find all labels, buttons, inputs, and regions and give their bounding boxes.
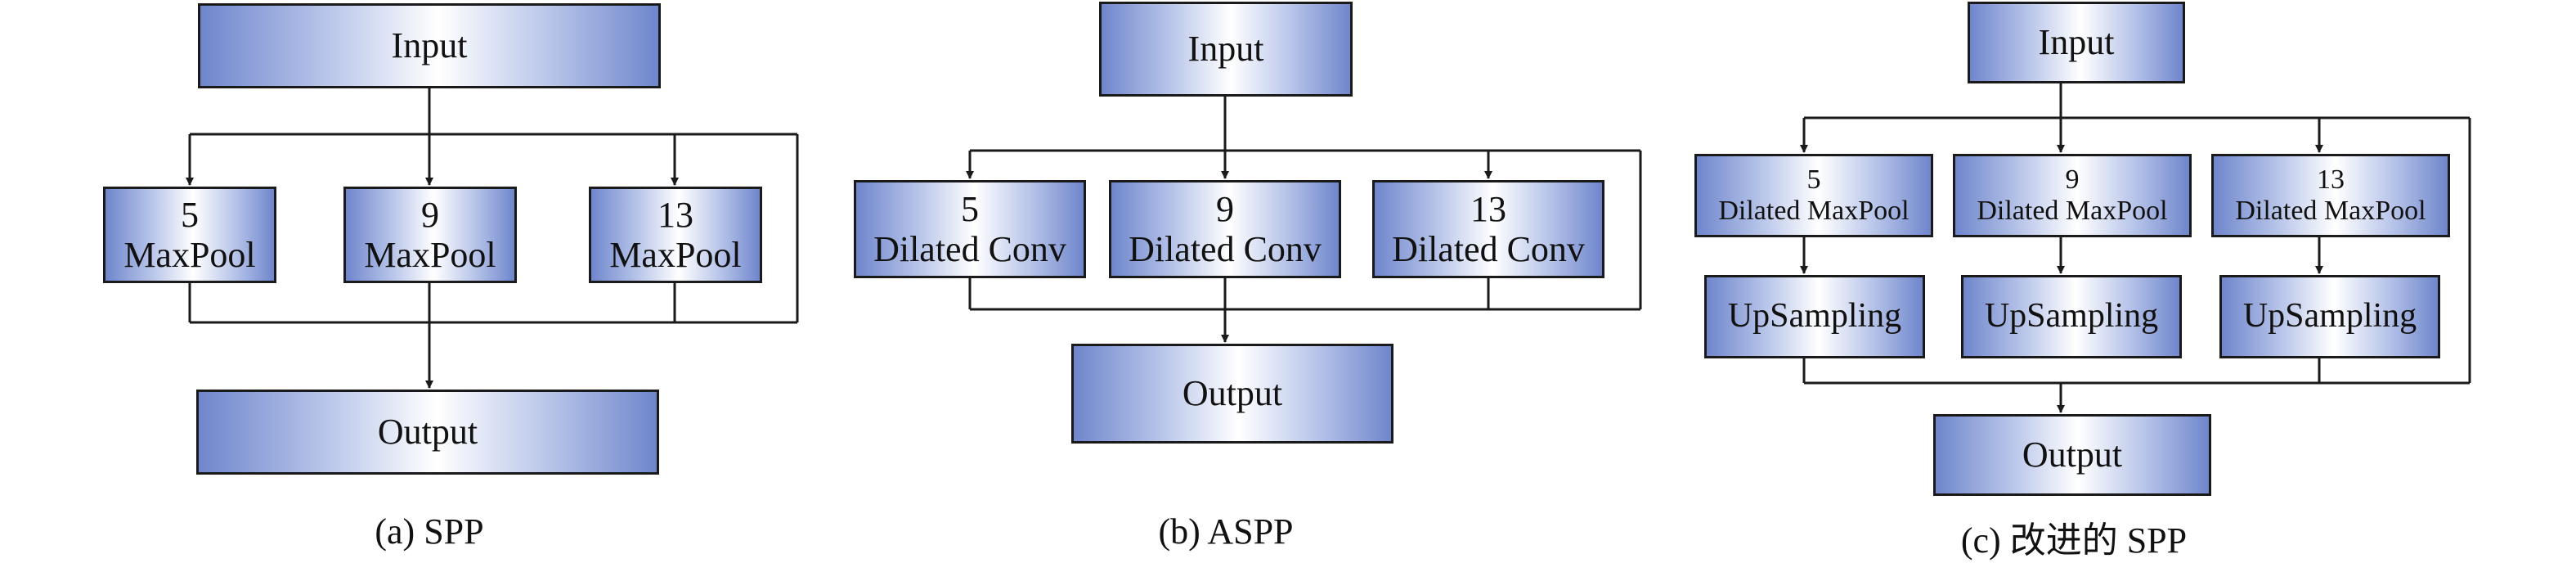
- aspp-branch-13-size: 13: [1470, 188, 1506, 229]
- spp-branch-5-box: 5 MaxPool: [103, 187, 276, 283]
- aspp-branch-5-op: Dilated Conv: [873, 229, 1066, 269]
- spp-output-label: Output: [377, 412, 478, 453]
- spp-branch-9-size: 9: [421, 194, 439, 235]
- aspp-input-box: Input: [1099, 2, 1353, 97]
- spp-branch-9-box: 9 MaxPool: [343, 187, 517, 283]
- improved-upsampling-9-box: UpSampling: [1961, 275, 2182, 358]
- spp-branch-13-box: 13 MaxPool: [589, 187, 762, 283]
- improved-caption: (c) 改进的 SPP: [1960, 520, 2188, 561]
- spp-output-box: Output: [196, 390, 659, 475]
- aspp-branch-9-box: 9 Dilated Conv: [1109, 180, 1341, 278]
- spp-caption: (a) SPP: [375, 511, 484, 552]
- improved-branch-13-box: 13 Dilated MaxPool: [2211, 154, 2450, 237]
- improved-upsampling-5-box: UpSampling: [1704, 275, 1925, 358]
- aspp-branch-5-box: 5 Dilated Conv: [854, 180, 1086, 278]
- spp-branch-9-op: MaxPool: [364, 235, 496, 275]
- improved-branch-9-op: Dilated MaxPool: [1977, 196, 2168, 226]
- spp-input-box: Input: [198, 3, 661, 88]
- improved-branch-9-size: 9: [2065, 164, 2080, 195]
- improved-upsampling-9-label: UpSampling: [1984, 297, 2159, 336]
- improved-branch-5-op: Dilated MaxPool: [1718, 196, 1910, 226]
- improved-branch-5-size: 5: [1806, 164, 1821, 195]
- improved-upsampling-5-label: UpSampling: [1727, 297, 1902, 336]
- improved-output-label: Output: [2022, 435, 2123, 475]
- spp-branch-5-op: MaxPool: [123, 235, 256, 275]
- improved-upsampling-13-box: UpSampling: [2219, 275, 2440, 358]
- improved-branch-5-box: 5 Dilated MaxPool: [1694, 154, 1933, 237]
- aspp-branch-5-size: 5: [961, 188, 979, 229]
- improved-branch-13-op: Dilated MaxPool: [2235, 196, 2426, 226]
- aspp-output-box: Output: [1071, 344, 1393, 444]
- spp-branch-13-size: 13: [657, 194, 693, 235]
- improved-branch-13-size: 13: [2317, 164, 2345, 195]
- improved-input-label: Input: [2038, 22, 2115, 63]
- spp-branch-5-size: 5: [181, 194, 199, 235]
- aspp-branch-9-size: 9: [1216, 188, 1234, 229]
- improved-output-box: Output: [1933, 414, 2211, 496]
- aspp-caption: (b) ASPP: [1158, 511, 1294, 552]
- improved-upsampling-13-label: UpSampling: [2242, 297, 2417, 336]
- aspp-input-label: Input: [1187, 29, 1264, 70]
- aspp-branch-13-box: 13 Dilated Conv: [1372, 180, 1604, 278]
- aspp-output-label: Output: [1182, 373, 1283, 414]
- spp-branch-13-op: MaxPool: [609, 235, 742, 275]
- aspp-branch-9-op: Dilated Conv: [1129, 229, 1322, 269]
- improved-input-box: Input: [1968, 2, 2185, 83]
- aspp-branch-13-op: Dilated Conv: [1392, 229, 1585, 269]
- spp-input-label: Input: [391, 25, 468, 66]
- improved-branch-9-box: 9 Dilated MaxPool: [1953, 154, 2192, 237]
